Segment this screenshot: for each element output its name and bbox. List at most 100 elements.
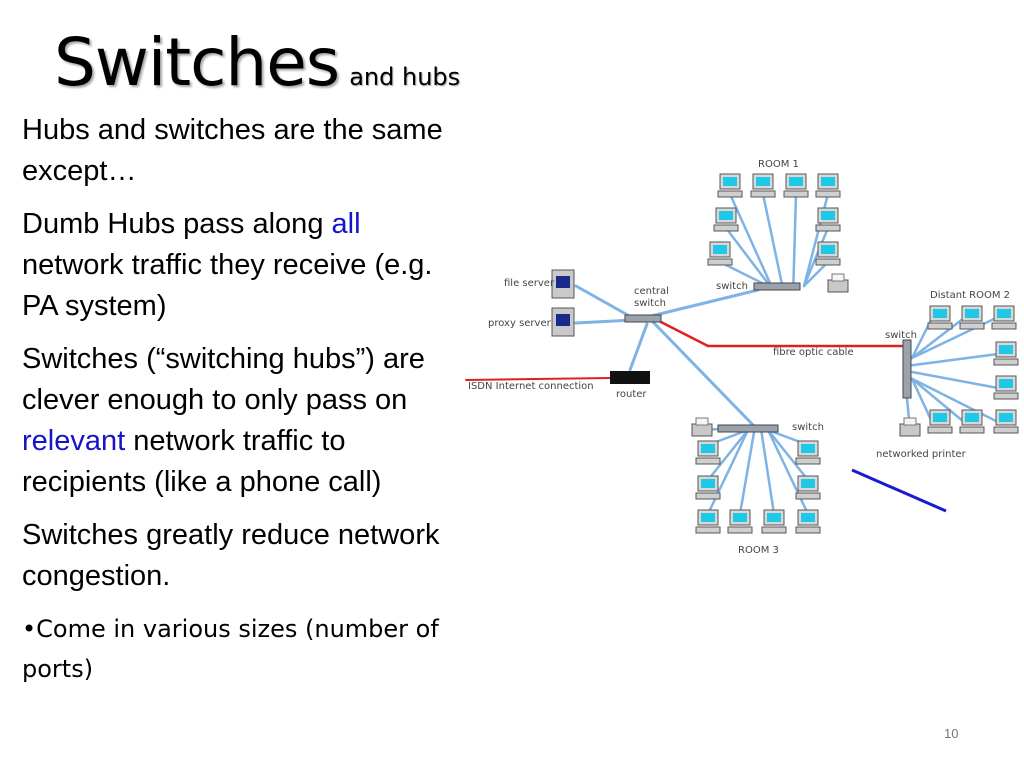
screen [701, 444, 715, 453]
screen [801, 444, 815, 453]
keyboard [815, 224, 841, 232]
cable-room3 [738, 428, 756, 516]
label-distant-room2: Distant ROOM 2 [930, 290, 1011, 301]
keyboard [695, 492, 721, 500]
cable-proxy-server [574, 318, 635, 325]
label-central-switch-2: switch [634, 298, 666, 309]
cable-room2 [910, 352, 1000, 367]
paragraph-3: Switches (“switching hubs”) are clever e… [22, 339, 452, 503]
cable-room1 [802, 226, 830, 288]
keyboard [795, 526, 821, 534]
keyboard [750, 190, 776, 198]
computer-icon [927, 409, 953, 434]
printer-paper [831, 273, 845, 282]
server-screen [556, 276, 570, 288]
cable-room2 [910, 377, 966, 424]
cable-room3 [706, 428, 750, 482]
keyboard [695, 457, 721, 465]
server-icon [551, 307, 575, 337]
keyboard [993, 358, 1019, 366]
cable-room2 [910, 370, 1000, 390]
screen [789, 177, 803, 186]
screen [756, 177, 770, 186]
screen [801, 513, 815, 522]
keyboard [927, 426, 953, 434]
cable-room2 [910, 377, 934, 424]
keyboard [993, 426, 1019, 434]
keyboard [707, 258, 733, 266]
screen [821, 211, 835, 220]
screen [701, 479, 715, 488]
computer-icon [783, 173, 809, 198]
screen [767, 513, 781, 522]
cable-room1 [718, 260, 770, 288]
printer-icon [827, 273, 849, 293]
keyboard [991, 322, 1017, 330]
computer-icon [750, 173, 776, 198]
label-room3: ROOM 3 [738, 545, 779, 556]
screen [719, 211, 733, 220]
computer-icon [695, 440, 721, 465]
cable-file-server [574, 284, 635, 320]
computer-icon [795, 509, 821, 534]
screen [801, 479, 815, 488]
isdn-cable [465, 377, 611, 381]
keyboard [959, 322, 985, 330]
title-main: Switches [54, 24, 340, 101]
printer-body [827, 279, 849, 293]
cable-central-room3 [651, 320, 756, 428]
cable-room3 [706, 428, 750, 516]
annotation-stroke [851, 468, 947, 513]
computer-icon [993, 341, 1019, 366]
screen [997, 309, 1011, 318]
cable-room2 [910, 316, 966, 360]
screen [701, 513, 715, 522]
printer-icon [691, 417, 713, 437]
printer-body [899, 423, 921, 437]
printer-paper [903, 417, 917, 426]
screen [965, 309, 979, 318]
keyboard [959, 426, 985, 434]
body-text: Hubs and switches are the same except… D… [22, 110, 452, 701]
screen [933, 413, 947, 422]
computer-icon [959, 409, 985, 434]
cable-room3 [759, 428, 776, 516]
cable-room1 [724, 226, 772, 288]
keyboard [795, 492, 821, 500]
computer-icon [815, 241, 841, 266]
computer-icon [993, 409, 1019, 434]
label-router: router [616, 389, 647, 400]
page-number: 10 [944, 726, 959, 741]
screen [723, 177, 737, 186]
computer-icon [695, 475, 721, 500]
screen [999, 379, 1013, 388]
room3-switch-icon [717, 424, 779, 433]
title-subtitle: and hubs [349, 63, 461, 91]
computer-icon [815, 207, 841, 232]
label-proxy-server: proxy server [488, 318, 551, 329]
slide-title: Switches and hubs [54, 24, 460, 101]
central-switch-icon [624, 314, 662, 323]
cable-room1 [802, 260, 830, 288]
room1-switch-icon [753, 282, 801, 291]
keyboard [993, 392, 1019, 400]
keyboard [695, 526, 721, 534]
computer-icon [695, 509, 721, 534]
label-networked-printer: networked printer [876, 449, 966, 460]
label-file-server: file server [504, 278, 555, 289]
paragraph-3-end: network traffic to recipients (like a ph… [22, 425, 382, 498]
label-room1: ROOM 1 [758, 159, 799, 170]
label-isdn: ISDN Internet connection [468, 381, 594, 392]
server-screen [556, 314, 570, 326]
screen [933, 309, 947, 318]
keyboard [815, 190, 841, 198]
computer-icon [713, 207, 739, 232]
computer-icon [717, 173, 743, 198]
computer-icon [707, 241, 733, 266]
paragraph-2-start: Dumb Hubs pass along [22, 208, 332, 240]
fibre-optic-cable-a [655, 318, 710, 348]
router-icon [610, 371, 650, 384]
screen [965, 413, 979, 422]
computer-icon [815, 173, 841, 198]
label-room2-switch: switch [885, 330, 917, 341]
